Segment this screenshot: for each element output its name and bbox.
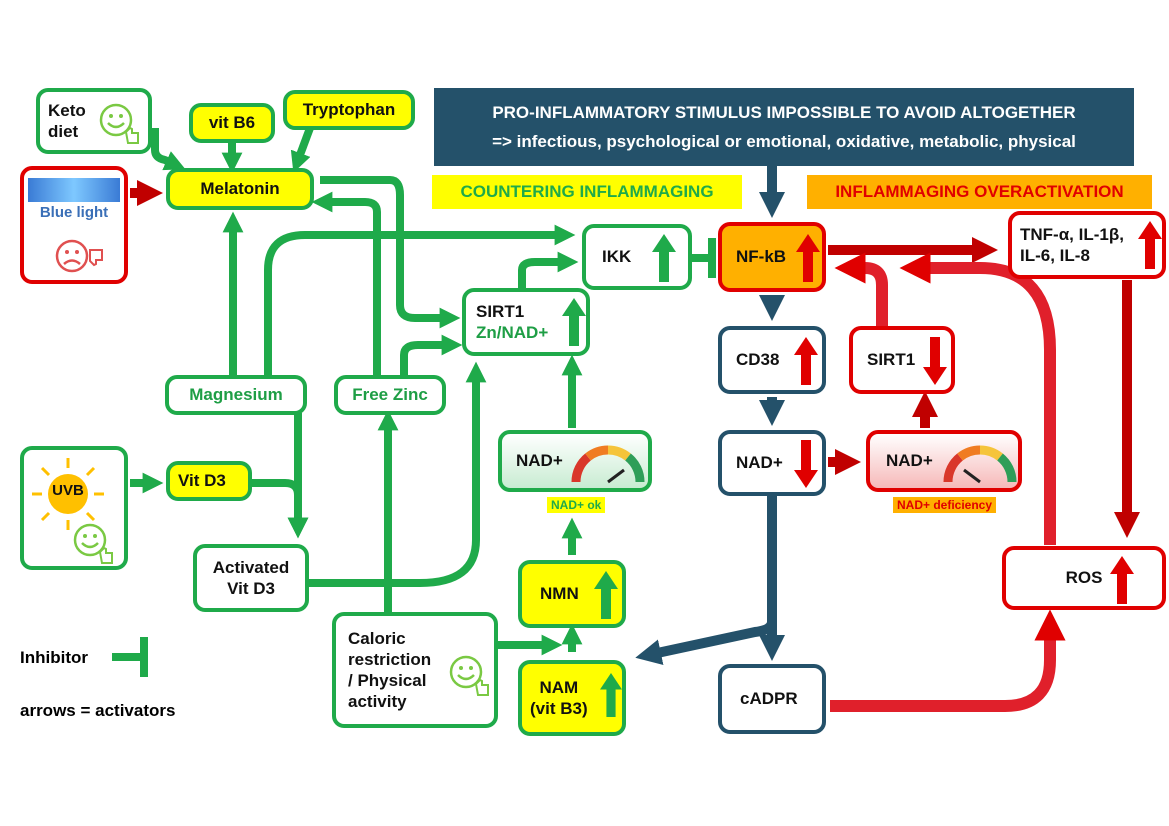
banner-line-2: => infectious, psychological or emotiona…	[492, 132, 1076, 151]
cadpr-to-nam-arrow	[635, 621, 777, 665]
activated-label-2: Vit D3	[227, 579, 275, 598]
sirt1-green-node: SIRT1 Zn/NAD+	[462, 288, 590, 356]
cd38-label: CD38	[736, 350, 780, 370]
caloric-label-2: restriction	[348, 649, 432, 669]
tryptophan-to-melatonin-arrow	[290, 126, 314, 173]
banner-line-1: PRO-INFLAMMATORY STIMULUS IMPOSSIBLE TO …	[492, 102, 1076, 122]
vit-d3-node: Vit D3	[166, 461, 252, 501]
sirt1-red-label: SIRT1	[867, 350, 916, 370]
legend-activators-label: arrows = activators	[20, 701, 176, 720]
keto-diet-node: Keto diet	[36, 88, 152, 154]
legend-inhibitor-label: Inhibitor	[20, 648, 88, 667]
caloric-label-4: activity	[348, 692, 407, 712]
magnesium-to-ikk-arrow	[264, 224, 576, 375]
cytokines-label-1: TNF-α, IL-1β,	[1020, 224, 1124, 244]
up-arrow-icon	[594, 571, 618, 619]
nad-dark-node: NAD+	[718, 430, 826, 496]
free-zinc-node: Free Zinc	[334, 375, 446, 415]
up-arrow-icon	[796, 234, 820, 282]
up-arrow-icon	[1138, 221, 1162, 269]
nf-kb-node: NF-kB	[718, 222, 826, 292]
nad-def-label: NAD+	[886, 451, 933, 471]
nf-kb-label: NF-kB	[736, 247, 787, 267]
down-arrow-icon	[923, 337, 947, 385]
down-arrow-icon	[794, 440, 818, 488]
caloric-label-1: Caloric	[348, 628, 406, 648]
cadpr-to-ros-arrow	[830, 609, 1066, 712]
blue-light-image	[28, 178, 120, 202]
uvb-node: UVB	[20, 446, 128, 570]
activated-label-1: Activated	[212, 557, 290, 577]
ros-to-nfkb-arrow	[899, 252, 1056, 545]
countering-inflammaging-label: COUNTERING INFLAMMAGING	[432, 175, 742, 209]
cd38-node: CD38	[718, 326, 826, 394]
cytokines-label-2: IL-6, IL-8	[1020, 246, 1090, 265]
nad-ok-label: NAD+	[516, 451, 563, 471]
nad-dark-label: NAD+	[736, 453, 783, 473]
caloric-label-3: / Physical	[348, 671, 427, 690]
ros-node: ROS	[1002, 546, 1166, 610]
sirt1-red-node: SIRT1	[849, 326, 955, 394]
cytokines-node: TNF-α, IL-1β, IL-6, IL-8	[1008, 211, 1166, 279]
smiley-thumbs-up-icon	[73, 523, 113, 564]
smiley-thumbs-up-icon	[449, 655, 489, 696]
sirt1-red-to-nfkb-arrow	[834, 252, 888, 326]
melatonin-node: Melatonin	[166, 168, 314, 210]
vitd3-to-activated-arrow	[250, 479, 309, 539]
nad-deficiency-caption: NAD+ deficiency	[893, 497, 997, 513]
nam-node: NAM (vit B3)	[518, 660, 626, 736]
vit-b6-node: vit B6	[189, 103, 275, 143]
keto-diet-label-1: Keto	[48, 100, 86, 120]
blue-light-label: Blue light	[39, 204, 109, 221]
nad-ok-node: NAD+	[498, 430, 652, 492]
ros-label: ROS	[1065, 568, 1103, 588]
magnesium-node: Magnesium	[165, 375, 307, 415]
ikk-node: IKK	[582, 224, 692, 290]
tryptophan-node: Tryptophan	[283, 90, 415, 130]
uvb-label: UVB	[52, 482, 84, 499]
gauge-icon	[943, 445, 1017, 484]
keto-to-melatonin-arrow	[151, 128, 186, 171]
caloric-restriction-node: Caloric restriction / Physical activity	[332, 612, 498, 728]
nam-label-1: NAM	[539, 677, 579, 697]
up-arrow-icon	[652, 234, 676, 282]
keto-diet-label-2: diet	[48, 122, 79, 141]
nam-label-2: (vit B3)	[530, 699, 588, 718]
sad-thumbs-down-icon	[55, 239, 103, 273]
activated-to-sirt1-arrow	[308, 361, 487, 587]
up-arrow-icon	[794, 337, 818, 385]
inflammaging-overactivation-label: INFLAMMAGING OVERACTIVATION	[807, 175, 1152, 209]
sirt1-to-ikk-arrow	[518, 251, 579, 288]
activated-vit-d3-node: Activated Vit D3	[193, 544, 309, 612]
up-arrow-icon	[562, 298, 586, 346]
freezinc-to-melatonin-arrow	[311, 191, 381, 375]
nmn-node: NMN	[518, 560, 626, 628]
sun-icon	[32, 458, 104, 530]
sirt1-green-label-1: SIRT1	[476, 301, 525, 321]
nad-deficiency-node: NAD+	[866, 430, 1022, 492]
melatonin-to-sirt1-arrow	[320, 176, 461, 329]
gauge-icon	[571, 445, 645, 484]
nad-ok-caption: NAD+ ok	[547, 497, 606, 513]
up-arrow-icon	[1110, 556, 1134, 604]
freezinc-to-sirt1-arrow	[400, 334, 463, 375]
blue-light-node: Blue light	[20, 166, 128, 284]
smiley-thumbs-up-icon	[99, 103, 139, 144]
pro-inflammatory-banner: PRO-INFLAMMATORY STIMULUS IMPOSSIBLE TO …	[434, 88, 1134, 166]
up-arrow-icon	[600, 673, 622, 717]
ikk-label: IKK	[602, 247, 632, 267]
cadpr-node: cADPR	[718, 664, 826, 734]
sirt1-green-label-2: Zn/NAD+	[476, 323, 549, 342]
nmn-label: NMN	[540, 584, 579, 604]
